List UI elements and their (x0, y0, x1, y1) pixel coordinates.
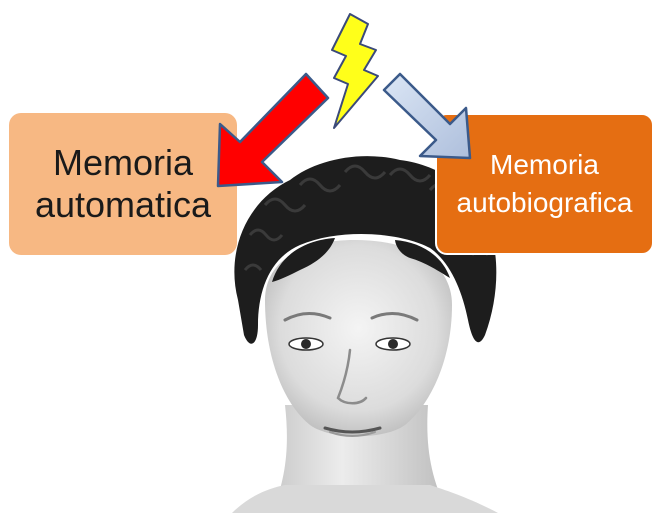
memoria-automatica-line2: automatica (35, 184, 211, 226)
memoria-automatica-box: Memoria automatica (9, 113, 237, 255)
memoria-autobiografica-line2: autobiografica (457, 184, 633, 222)
memoria-automatica-line1: Memoria (35, 142, 211, 184)
memoria-autobiografica-line1: Memoria (457, 146, 633, 184)
